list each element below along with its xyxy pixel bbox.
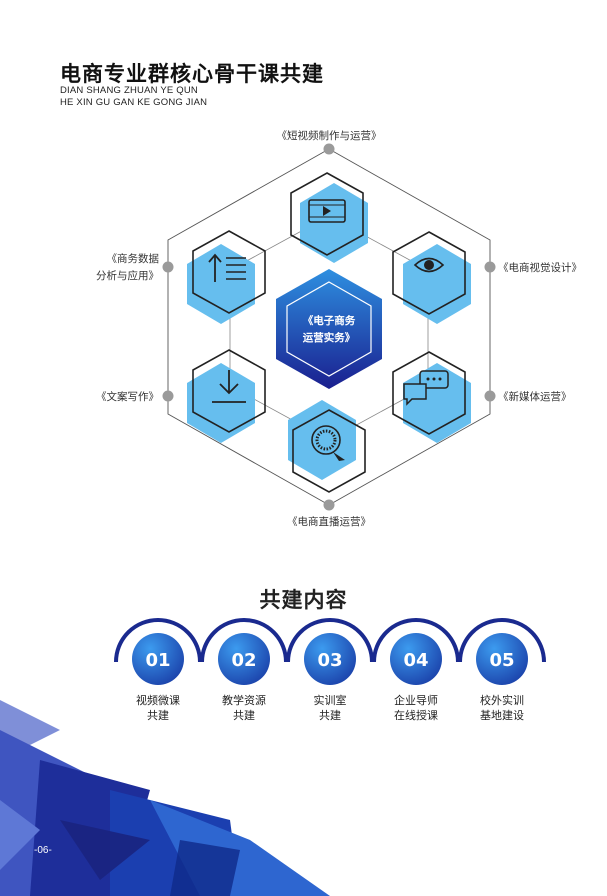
center-hexagon-inner-border [286,281,372,377]
live-icon [311,425,345,461]
step-number: 02 [231,650,256,671]
download-icon [212,370,246,403]
step-label-line-1: 视频微课 [136,693,180,707]
course-node-short-video [290,172,368,263]
step-number: 01 [145,650,170,671]
title-pinyin-line-2: HE XIN GU GAN KE GONG JIAN [60,97,208,108]
step-arc [458,618,546,663]
step-label-line-1: 实训室 [314,693,347,707]
course-node-copywriting [187,349,266,443]
step-02: 02 教学资源 共建 [218,633,270,722]
course-label-short-video: 《短视频制作与运营》 [277,129,382,142]
step-label-line-2: 共建 [319,708,341,722]
vertex-dot [484,261,496,273]
co-construction-steps: 01 视频微课 共建 02 教学资源 共建 03 实训室 共建 04 企业导师 … [114,618,546,722]
step-label-line-1: 校外实训 [480,693,524,707]
course-node-data-analysis [187,230,266,324]
course-node-visual-design [392,231,471,324]
vertex-dots [162,143,496,511]
course-node-live-streaming [288,400,366,493]
eye-icon [413,257,445,273]
sort-list-icon [208,253,246,282]
course-label-visual-design: 《电商视觉设计》 [498,261,582,274]
vertex-dot [323,499,335,511]
vertex-dot [323,143,335,155]
step-label-line-1: 企业导师 [394,693,438,707]
step-circle [218,633,270,685]
course-node-new-media [392,351,471,443]
course-label-new-media: 《新媒体运营》 [498,390,572,403]
step-05: 05 校外实训 基地建设 [476,633,528,722]
page-title: 电商专业群核心骨干课共建 [60,62,324,86]
step-label-line-1: 教学资源 [222,693,266,707]
step-arc [114,618,202,663]
play-icon [308,199,346,223]
section-title: 共建内容 [259,588,348,612]
step-label-line-2: 共建 [233,708,255,722]
vertex-dot [484,390,496,402]
step-03: 03 实训室 共建 [304,633,356,722]
step-circle [132,633,184,685]
course-hexagon-diagram: 《电子商务 运营实务》 [96,129,582,528]
page-number: -06- [34,845,52,856]
step-arc [286,618,374,663]
course-label-copywriting: 《文案写作》 [96,390,159,403]
step-label-line-2: 基地建设 [480,708,524,722]
step-arc [200,618,288,663]
center-course-title-line-1: 《电子商务 [303,314,356,327]
step-label-line-2: 共建 [147,708,169,722]
chat-icon [403,370,449,406]
center-hexagon [276,269,382,389]
step-circle [476,633,528,685]
step-circle [304,633,356,685]
vertex-dot [162,390,174,402]
step-number: 05 [489,650,514,671]
vertex-dot [162,261,174,273]
step-number: 04 [403,650,428,671]
center-course-title-line-2: 运营实务》 [303,331,356,344]
course-label-live-streaming: 《电商直播运营》 [287,515,371,528]
step-arc [372,618,460,663]
step-04: 04 企业导师 在线授课 [390,633,442,722]
step-circle [390,633,442,685]
step-number: 03 [317,650,342,671]
step-arcs [114,618,546,663]
title-pinyin-line-1: DIAN SHANG ZHUAN YE QUN [60,85,198,96]
decorative-corner-shapes [0,700,330,896]
course-label-data-analysis-line-2: 分析与应用》 [96,269,159,282]
course-label-data-analysis-line-1: 《商务数据 [107,252,160,265]
step-01: 01 视频微课 共建 [132,633,184,722]
step-label-line-2: 在线授课 [394,708,438,722]
